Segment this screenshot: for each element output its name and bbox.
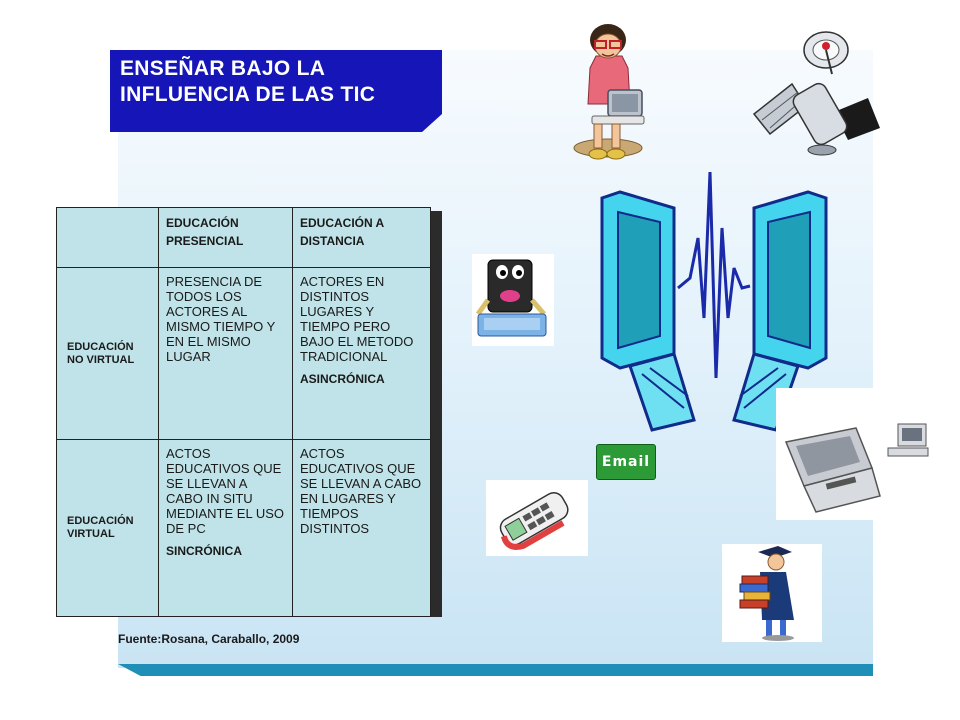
linked-computers-icon <box>600 171 828 432</box>
column-header: EDUCACIÓN PRESENCIAL <box>158 207 293 268</box>
table-cell: ACTORES EN DISTINTOS LUGARES Y TIEMPO PE… <box>292 267 431 440</box>
table-cell: ACTOS EDUCATIVOS QUE SE LLEVAN A CABO EN… <box>292 439 431 617</box>
computer-character-icon <box>472 254 554 346</box>
title-banner <box>110 50 442 132</box>
table-cell: PRESENCIA DE TODOS LOS ACTORES AL MISMO … <box>158 267 293 440</box>
table-cell: ACTOS EDUCATIVOS QUE SE LLEVAN A CABO IN… <box>158 439 293 617</box>
satellite-icon <box>752 31 880 156</box>
email-icon: Email <box>596 444 656 480</box>
girl-laptop-icon <box>573 24 645 160</box>
graduate-icon <box>722 544 822 642</box>
table-corner-cell <box>56 207 159 268</box>
computer-icon <box>776 388 929 520</box>
row-header: EDUCACIÓN VIRTUAL <box>56 439 159 617</box>
row-header: EDUCACIÓN NO VIRTUAL <box>56 267 159 440</box>
source-citation: Fuente:Rosana, Caraballo, 2009 <box>118 632 300 646</box>
comparison-table: EDUCACIÓN PRESENCIAL EDUCACIÓN A DISTANC… <box>56 207 431 617</box>
column-header: EDUCACIÓN A DISTANCIA <box>292 207 431 268</box>
table-row: EDUCACIÓN VIRTUAL ACTOS EDUCATIVOS QUE S… <box>56 439 431 617</box>
bottom-accent-bar <box>118 664 873 676</box>
cell-tag: SINCRÓNICA <box>166 544 243 558</box>
cell-tag: ASINCRÓNICA <box>300 372 385 386</box>
table-row: EDUCACIÓN NO VIRTUAL PRESENCIA DE TODOS … <box>56 267 431 440</box>
slide-title: ENSEÑAR BAJO LA INFLUENCIA DE LAS TIC <box>120 57 376 106</box>
table-header-row: EDUCACIÓN PRESENCIAL EDUCACIÓN A DISTANC… <box>56 207 431 268</box>
mobile-phone-icon <box>486 480 588 556</box>
